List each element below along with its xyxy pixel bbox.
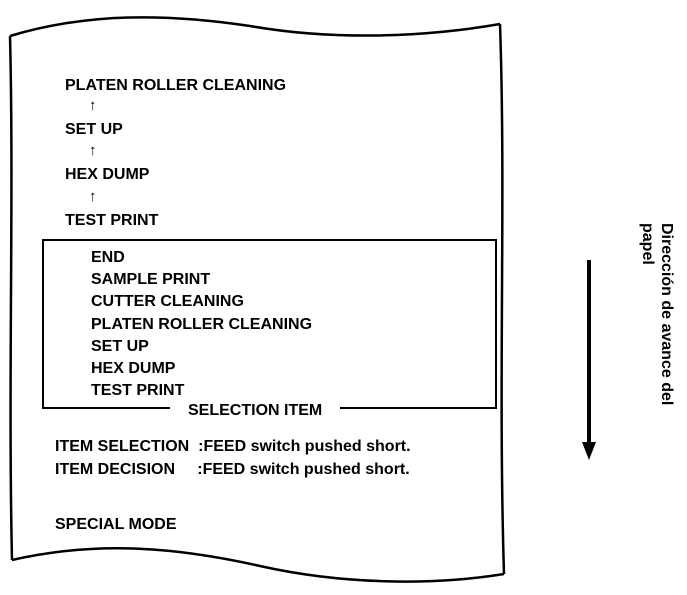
selection-item-end: END xyxy=(91,249,125,266)
direction-label-line-1: Dirección de avance del xyxy=(658,223,675,406)
item-decision-instruction: ITEM DECISION :FEED switch pushed short. xyxy=(55,461,410,478)
selection-item-hex-dump: HEX DUMP xyxy=(91,360,176,377)
selection-item-caption: SELECTION ITEM xyxy=(170,402,341,420)
up-arrow-icon: ↑ xyxy=(89,142,97,159)
selection-item-sample-print: SAMPLE PRINT xyxy=(91,271,211,288)
selection-item-test-print: TEST PRINT xyxy=(91,382,185,399)
selection-item-cutter-cleaning: CUTTER CLEANING xyxy=(91,293,244,310)
menu-chain-test-print: TEST PRINT xyxy=(65,212,159,229)
paper-top-edge xyxy=(9,16,501,38)
special-mode-label: SPECIAL MODE xyxy=(55,516,177,533)
paper-left-edge xyxy=(8,35,14,561)
up-arrow-icon: ↑ xyxy=(89,188,97,205)
feed-direction-arrow-head xyxy=(582,442,596,460)
up-arrow-icon: ↑ xyxy=(89,97,97,114)
paper-right-edge xyxy=(498,23,506,575)
menu-chain-set-up: SET UP xyxy=(65,121,123,138)
paper-bottom-edge xyxy=(11,547,505,583)
selection-item-set-up: SET UP xyxy=(91,338,149,355)
menu-chain-hex-dump: HEX DUMP xyxy=(65,166,150,183)
selection-item-platen-roller-cleaning: PLATEN ROLLER CLEANING xyxy=(91,316,313,333)
item-selection-instruction: ITEM SELECTION :FEED switch pushed short… xyxy=(55,438,411,455)
paper-feed-direction-label: Dirección de avance del papel xyxy=(638,223,676,405)
menu-chain-platen-roller-cleaning: PLATEN ROLLER CLEANING xyxy=(65,77,287,94)
direction-label-line-2: papel xyxy=(639,223,656,265)
